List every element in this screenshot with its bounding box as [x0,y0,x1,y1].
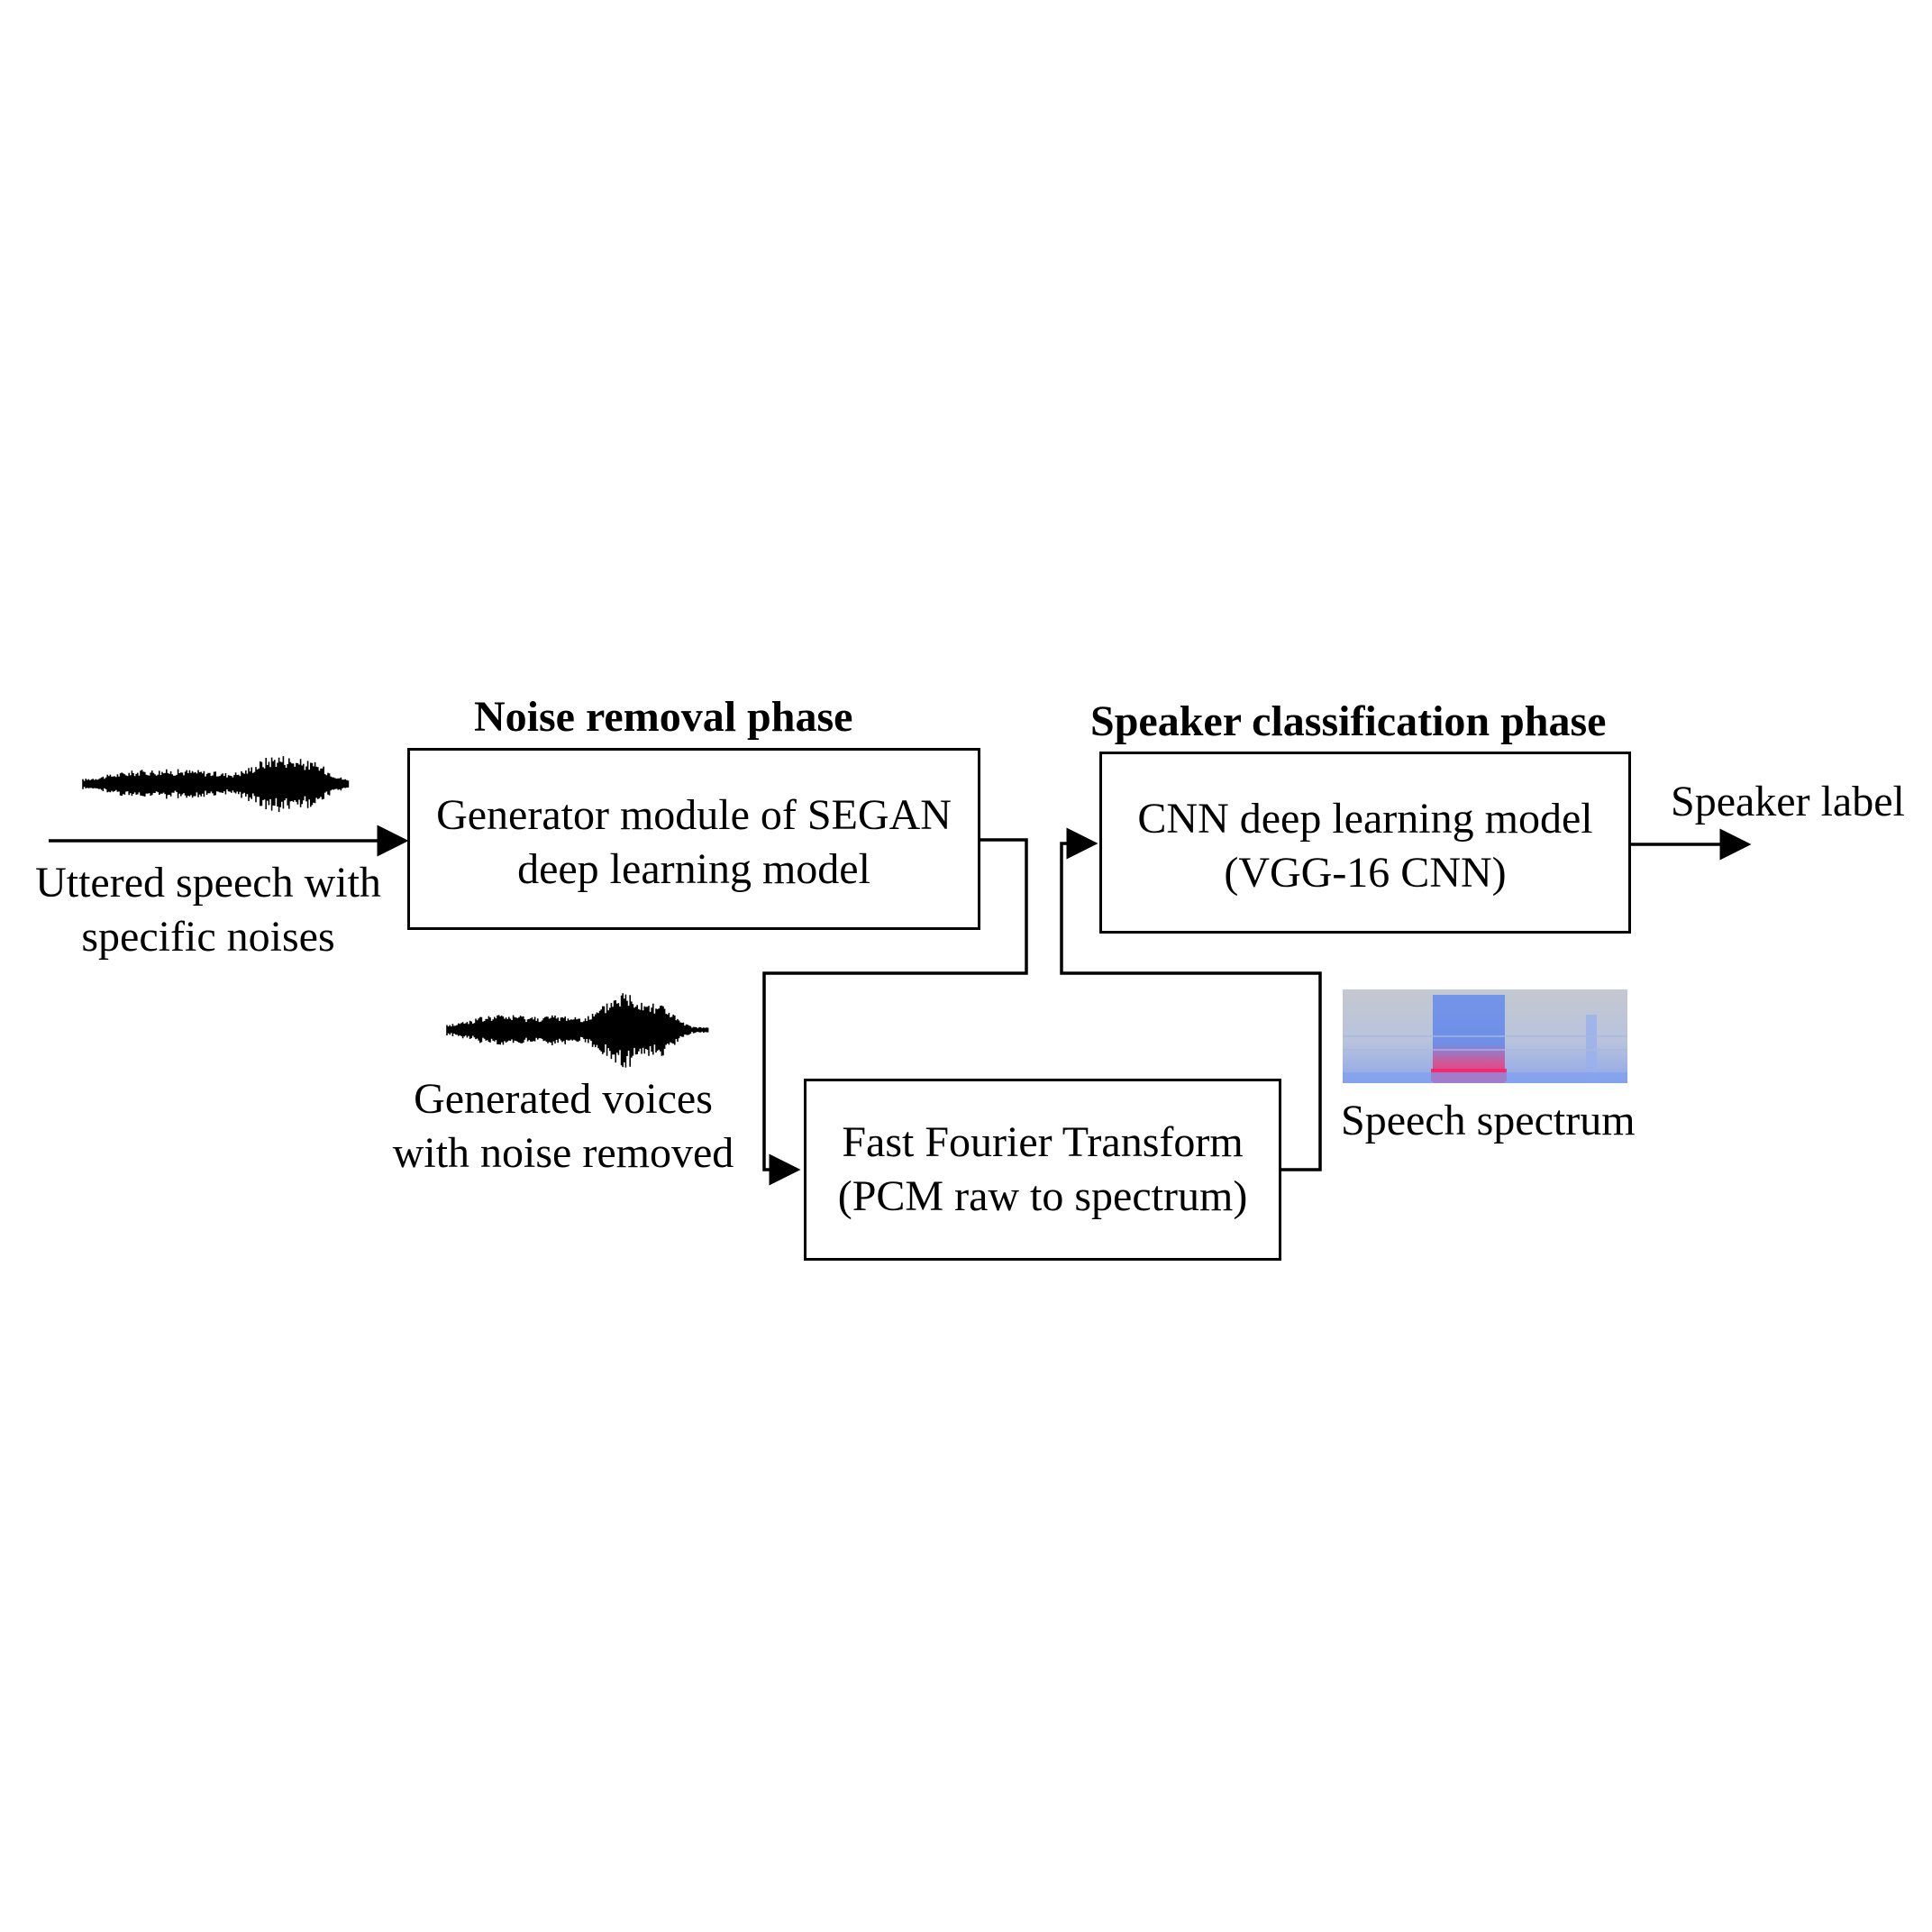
speech-spectrum-label: Speech spectrum [1341,1097,1636,1144]
input-label-line1: Uttered speech with [35,859,381,907]
noise-removal-phase-heading: Noise removal phase [474,693,853,741]
generated-voices-label: Generated voices with noise removed [378,1072,748,1180]
fft-to-cnn-connector [1060,827,1322,1171]
noisy-waveform-icon [82,756,350,813]
fft-box-line2: (PCM raw to spectrum) [837,1172,1248,1220]
cnn-box-line1: CNN deep learning model [1137,795,1593,843]
input-label-line2: specific noises [81,913,335,961]
input-label: Uttered speech with specific noises [23,856,393,964]
speaker-classification-phase-heading: Speaker classification phase [1090,697,1607,745]
cnn-box-line2: (VGG-16 CNN) [1224,849,1507,897]
segan-box-line2: deep learning model [517,845,870,893]
clean-waveform-icon [446,993,709,1068]
fft-box: Fast Fourier Transform (PCM raw to spect… [804,1079,1281,1261]
speaker-label-output: Speaker label [1671,778,1905,825]
cnn-box: CNN deep learning model (VGG-16 CNN) [1099,752,1631,934]
segan-generator-box: Generator module of SEGAN deep learning … [407,748,980,930]
generated-label-line2: with noise removed [392,1129,734,1177]
segan-box-line1: Generator module of SEGAN [436,791,952,839]
fft-box-line1: Fast Fourier Transform [842,1118,1244,1166]
segan-to-fft-connector [762,838,1028,1186]
spectrogram-icon [1343,989,1627,1083]
generated-label-line1: Generated voices [414,1075,713,1123]
